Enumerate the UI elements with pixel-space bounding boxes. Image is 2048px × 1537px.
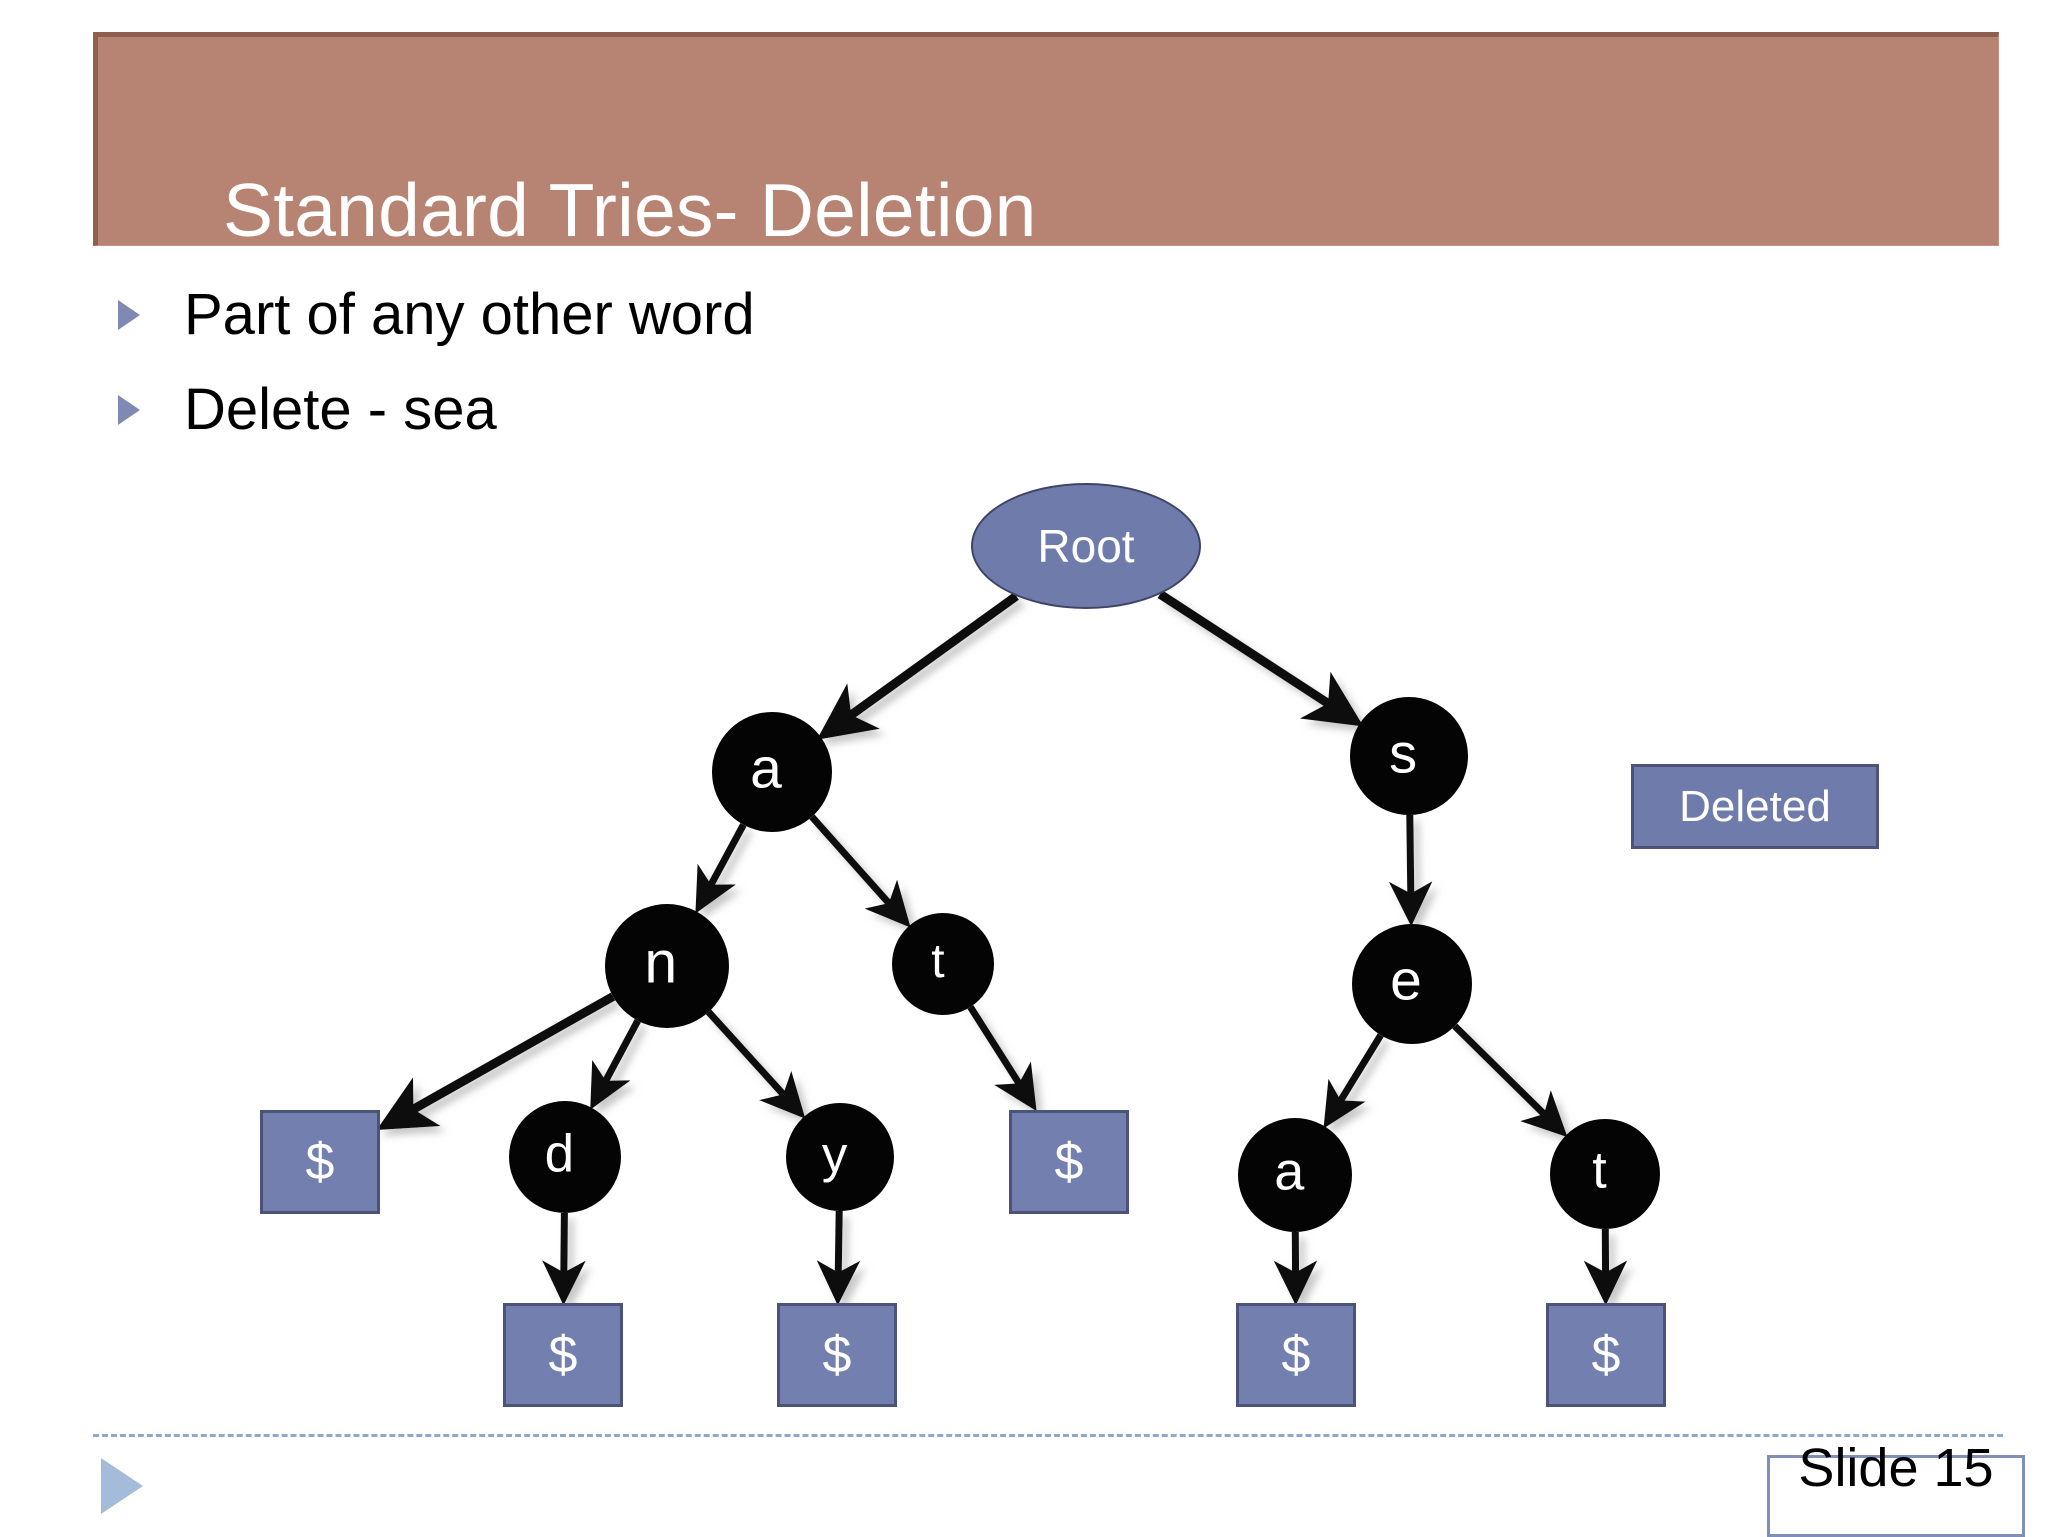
trie-terminal-end5-label: $ <box>1282 1325 1311 1385</box>
trie-terminal-end3-label: $ <box>823 1325 852 1385</box>
triangle-bullet-icon <box>118 395 140 425</box>
trie-terminal-end6-label: $ <box>1592 1325 1621 1385</box>
trie-edge-n1-d1 <box>594 1021 638 1103</box>
trie-node-d1-label: d <box>545 1123 574 1184</box>
triangle-bullet-icon <box>118 300 140 330</box>
trie-node-y1: y <box>786 1103 894 1211</box>
slide-number-box <box>1767 1455 2025 1537</box>
trie-edge-n1-y1 <box>709 1012 800 1113</box>
trie-edge-e1-t2 <box>1455 1026 1562 1131</box>
trie-node-s1-label: s <box>1389 720 1417 785</box>
trie-edge-t1-end4 <box>970 1007 1032 1104</box>
trie-terminal-end1: $ <box>260 1110 380 1214</box>
trie-node-root: Root <box>971 483 1201 609</box>
trie-node-a1: a <box>712 712 832 832</box>
trie-node-root-label: Root <box>1037 519 1134 573</box>
trie-edge-a1-t1 <box>812 817 905 922</box>
bullet-item-0-label: Part of any other word <box>184 285 755 345</box>
legend-deleted-box: Deleted <box>1631 764 1879 849</box>
trie-node-a1-label: a <box>750 735 782 801</box>
trie-edge-root-a1 <box>826 596 1017 733</box>
trie-edge-d1-end2 <box>564 1213 565 1297</box>
trie-terminal-end4: $ <box>1009 1110 1129 1214</box>
trie-edge-e1-a2 <box>1328 1035 1381 1121</box>
trie-edge-a1-n1 <box>699 825 743 906</box>
trie-terminal-end3: $ <box>777 1303 897 1407</box>
footer-divider <box>93 1434 2003 1437</box>
bullet-item-0: Part of any other word <box>118 285 755 345</box>
trie-terminal-end2-label: $ <box>549 1325 578 1385</box>
page-title: Standard Tries- Deletion <box>223 170 1037 250</box>
trie-node-t2-label: t <box>1592 1141 1606 1201</box>
trie-terminal-end2: $ <box>503 1303 623 1407</box>
trie-edge-s1-e1 <box>1410 815 1411 918</box>
trie-terminal-end6: $ <box>1546 1303 1666 1407</box>
trie-node-t1-label: t <box>931 933 944 988</box>
trie-node-t1: t <box>892 913 994 1015</box>
play-triangle-icon[interactable] <box>101 1458 143 1514</box>
trie-node-d1: d <box>509 1101 621 1213</box>
trie-node-n1-label: n <box>644 928 677 996</box>
legend-deleted-label: Deleted <box>1679 782 1831 832</box>
trie-node-a2-label: a <box>1274 1141 1304 1203</box>
trie-terminal-end4-label: $ <box>1055 1132 1084 1192</box>
bullet-item-1-label: Delete - sea <box>184 380 497 440</box>
trie-node-a2: a <box>1238 1118 1352 1232</box>
trie-edge-y1-end3 <box>838 1211 839 1297</box>
trie-terminal-end1-label: $ <box>306 1132 335 1192</box>
trie-node-t2: t <box>1550 1119 1660 1229</box>
title-bar: Standard Tries- Deletion <box>93 32 1999 246</box>
trie-node-e1: e <box>1352 924 1472 1044</box>
trie-node-y1-label: y <box>822 1124 848 1183</box>
trie-edge-root-s1 <box>1160 594 1354 720</box>
trie-edge-n1-end1 <box>386 997 613 1125</box>
trie-node-n1: n <box>605 904 729 1028</box>
trie-terminal-end5: $ <box>1236 1303 1356 1407</box>
bullet-item-1: Delete - sea <box>118 380 497 440</box>
trie-node-e1-label: e <box>1390 947 1422 1013</box>
trie-node-s1: s <box>1350 697 1468 815</box>
